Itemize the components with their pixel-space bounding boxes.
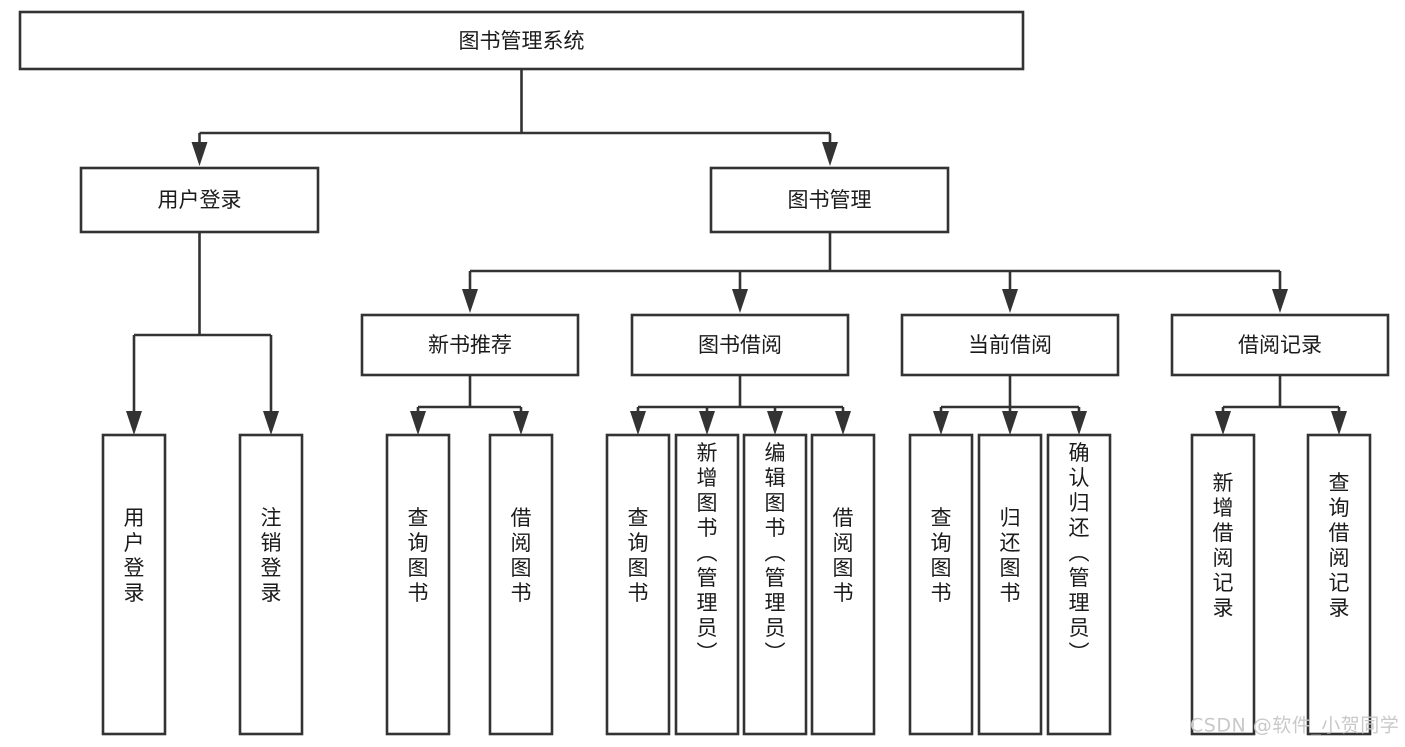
node-new-book-recommend-box[interactable]: [360, 313, 580, 377]
node-leaf-query-book-3-box[interactable]: [908, 433, 974, 736]
arrow-br-leaf-2: [1331, 411, 1347, 435]
node-leaf-logout-login-label: 注销登录: [261, 506, 282, 605]
node-leaf-add-record-box[interactable]: [1190, 433, 1256, 736]
node-book-borrow-box[interactable]: [630, 313, 850, 377]
arrow-bm-to-current-borrow: [1002, 289, 1018, 313]
node-borrow-record-label: 借阅记录: [1238, 333, 1322, 357]
node-borrow-record-box[interactable]: [1170, 313, 1390, 377]
arrow-bb-leaf-2: [699, 411, 715, 435]
node-leaf-add-book-label: 新增图书︵管理员︶: [697, 441, 718, 665]
arrow-cb-leaf-3: [1071, 411, 1087, 435]
node-root-label: 图书管理系统: [459, 29, 585, 53]
node-leaf-return-book-box[interactable]: [977, 433, 1043, 736]
arrow-nbr-leaf-2: [513, 411, 529, 435]
node-leaf-query-book-2-label: 查询图书: [628, 506, 649, 605]
node-leaf-logout-login[interactable]: 注销登录: [238, 433, 304, 736]
arrow-bm-to-borrow-record: [1272, 289, 1288, 313]
connector-group-current-borrow: [933, 375, 1087, 435]
arrow-user-login-leaf-1: [126, 411, 142, 435]
arrow-br-leaf-1: [1215, 411, 1231, 435]
node-leaf-return-book-label: 归还图书: [1000, 506, 1021, 605]
node-current-borrow-box[interactable]: [900, 313, 1120, 377]
node-leaf-query-book-3[interactable]: 查询图书: [908, 433, 974, 736]
arrow-bm-to-book-borrow: [732, 289, 748, 313]
node-leaf-query-book-1[interactable]: 查询图书: [385, 433, 451, 736]
node-leaf-user-login-label: 用户登录: [124, 506, 145, 605]
connector-group-user-login: [126, 232, 279, 435]
node-leaf-query-book-2[interactable]: 查询图书: [605, 433, 671, 736]
node-leaf-confirm-return-label: 确认归还︵管理员︶: [1069, 441, 1090, 665]
arrow-user-login-leaf-2: [263, 411, 279, 435]
arrow-bb-leaf-3: [767, 411, 783, 435]
node-leaf-edit-book-label: 编辑图书︵管理员︶: [765, 441, 786, 665]
node-leaf-query-record-label: 查询借阅记录: [1329, 471, 1350, 620]
node-leaf-confirm-return[interactable]: 确认归还︵管理员︶: [1046, 433, 1112, 736]
arrow-bm-to-new-book-recommend: [462, 289, 478, 313]
node-book-management-label: 图书管理: [788, 188, 872, 212]
node-leaf-add-record[interactable]: 新增借阅记录: [1190, 433, 1256, 736]
node-user-login[interactable]: 用户登录: [79, 166, 320, 234]
node-book-management[interactable]: 图书管理: [709, 166, 950, 234]
node-book-management-box[interactable]: [709, 166, 950, 234]
arrow-bb-leaf-1: [630, 411, 646, 435]
node-leaf-add-book-box[interactable]: [674, 433, 740, 736]
connector-group-book-borrow: [630, 375, 851, 435]
node-leaf-borrow-book-2[interactable]: 借阅图书: [810, 433, 876, 736]
connector-group-book-management: [462, 232, 1288, 313]
node-leaf-user-login[interactable]: 用户登录: [101, 433, 167, 736]
connector-group-borrow-record: [1215, 375, 1347, 435]
node-leaf-edit-book-box[interactable]: [742, 433, 808, 736]
node-leaf-borrow-book-1[interactable]: 借阅图书: [488, 433, 554, 736]
node-user-login-label: 用户登录: [158, 188, 242, 212]
node-current-borrow-label: 当前借阅: [968, 333, 1052, 357]
node-leaf-user-login-box[interactable]: [101, 433, 167, 736]
node-current-borrow[interactable]: 当前借阅: [900, 313, 1120, 377]
arrow-root-to-user-login: [191, 142, 208, 166]
node-leaf-query-book-1-label: 查询图书: [408, 506, 429, 605]
node-new-book-recommend[interactable]: 新书推荐: [360, 313, 580, 377]
arrow-cb-leaf-1: [933, 411, 949, 435]
node-leaf-borrow-book-1-label: 借阅图书: [511, 506, 532, 605]
node-leaf-borrow-book-1-box[interactable]: [488, 433, 554, 736]
node-leaf-query-book-2-box[interactable]: [605, 433, 671, 736]
connector-group-root: [191, 69, 838, 166]
node-leaf-query-record-box[interactable]: [1306, 433, 1372, 736]
node-leaf-query-record[interactable]: 查询借阅记录: [1306, 433, 1372, 736]
node-leaf-query-book-1-box[interactable]: [385, 433, 451, 736]
node-book-borrow[interactable]: 图书借阅: [630, 313, 850, 377]
node-leaf-return-book[interactable]: 归还图书: [977, 433, 1043, 736]
node-leaf-add-book[interactable]: 新增图书︵管理员︶: [674, 433, 740, 736]
csdn-watermark: CSDN @软件_小贺同学: [1190, 715, 1399, 737]
arrow-cb-leaf-2: [1002, 411, 1018, 435]
node-borrow-record[interactable]: 借阅记录: [1170, 313, 1390, 377]
node-book-borrow-label: 图书借阅: [698, 333, 782, 357]
arrow-nbr-leaf-1: [410, 411, 426, 435]
node-user-login-box[interactable]: [79, 166, 320, 234]
node-leaf-query-book-3-label: 查询图书: [931, 506, 952, 605]
connector-group-new-book-recommend: [410, 375, 529, 435]
arrow-bb-leaf-4: [835, 411, 851, 435]
node-leaf-borrow-book-2-label: 借阅图书: [833, 506, 854, 605]
node-leaf-confirm-return-box[interactable]: [1046, 433, 1112, 736]
node-root[interactable]: 图书管理系统: [18, 10, 1025, 71]
arrow-root-to-book-management: [822, 142, 838, 166]
node-leaf-borrow-book-2-box[interactable]: [810, 433, 876, 736]
node-root-box[interactable]: [18, 10, 1025, 71]
node-leaf-edit-book[interactable]: 编辑图书︵管理员︶: [742, 433, 808, 736]
node-leaf-add-record-label: 新增借阅记录: [1213, 471, 1234, 620]
node-new-book-recommend-label: 新书推荐: [428, 333, 512, 357]
node-leaf-logout-login-box[interactable]: [238, 433, 304, 736]
